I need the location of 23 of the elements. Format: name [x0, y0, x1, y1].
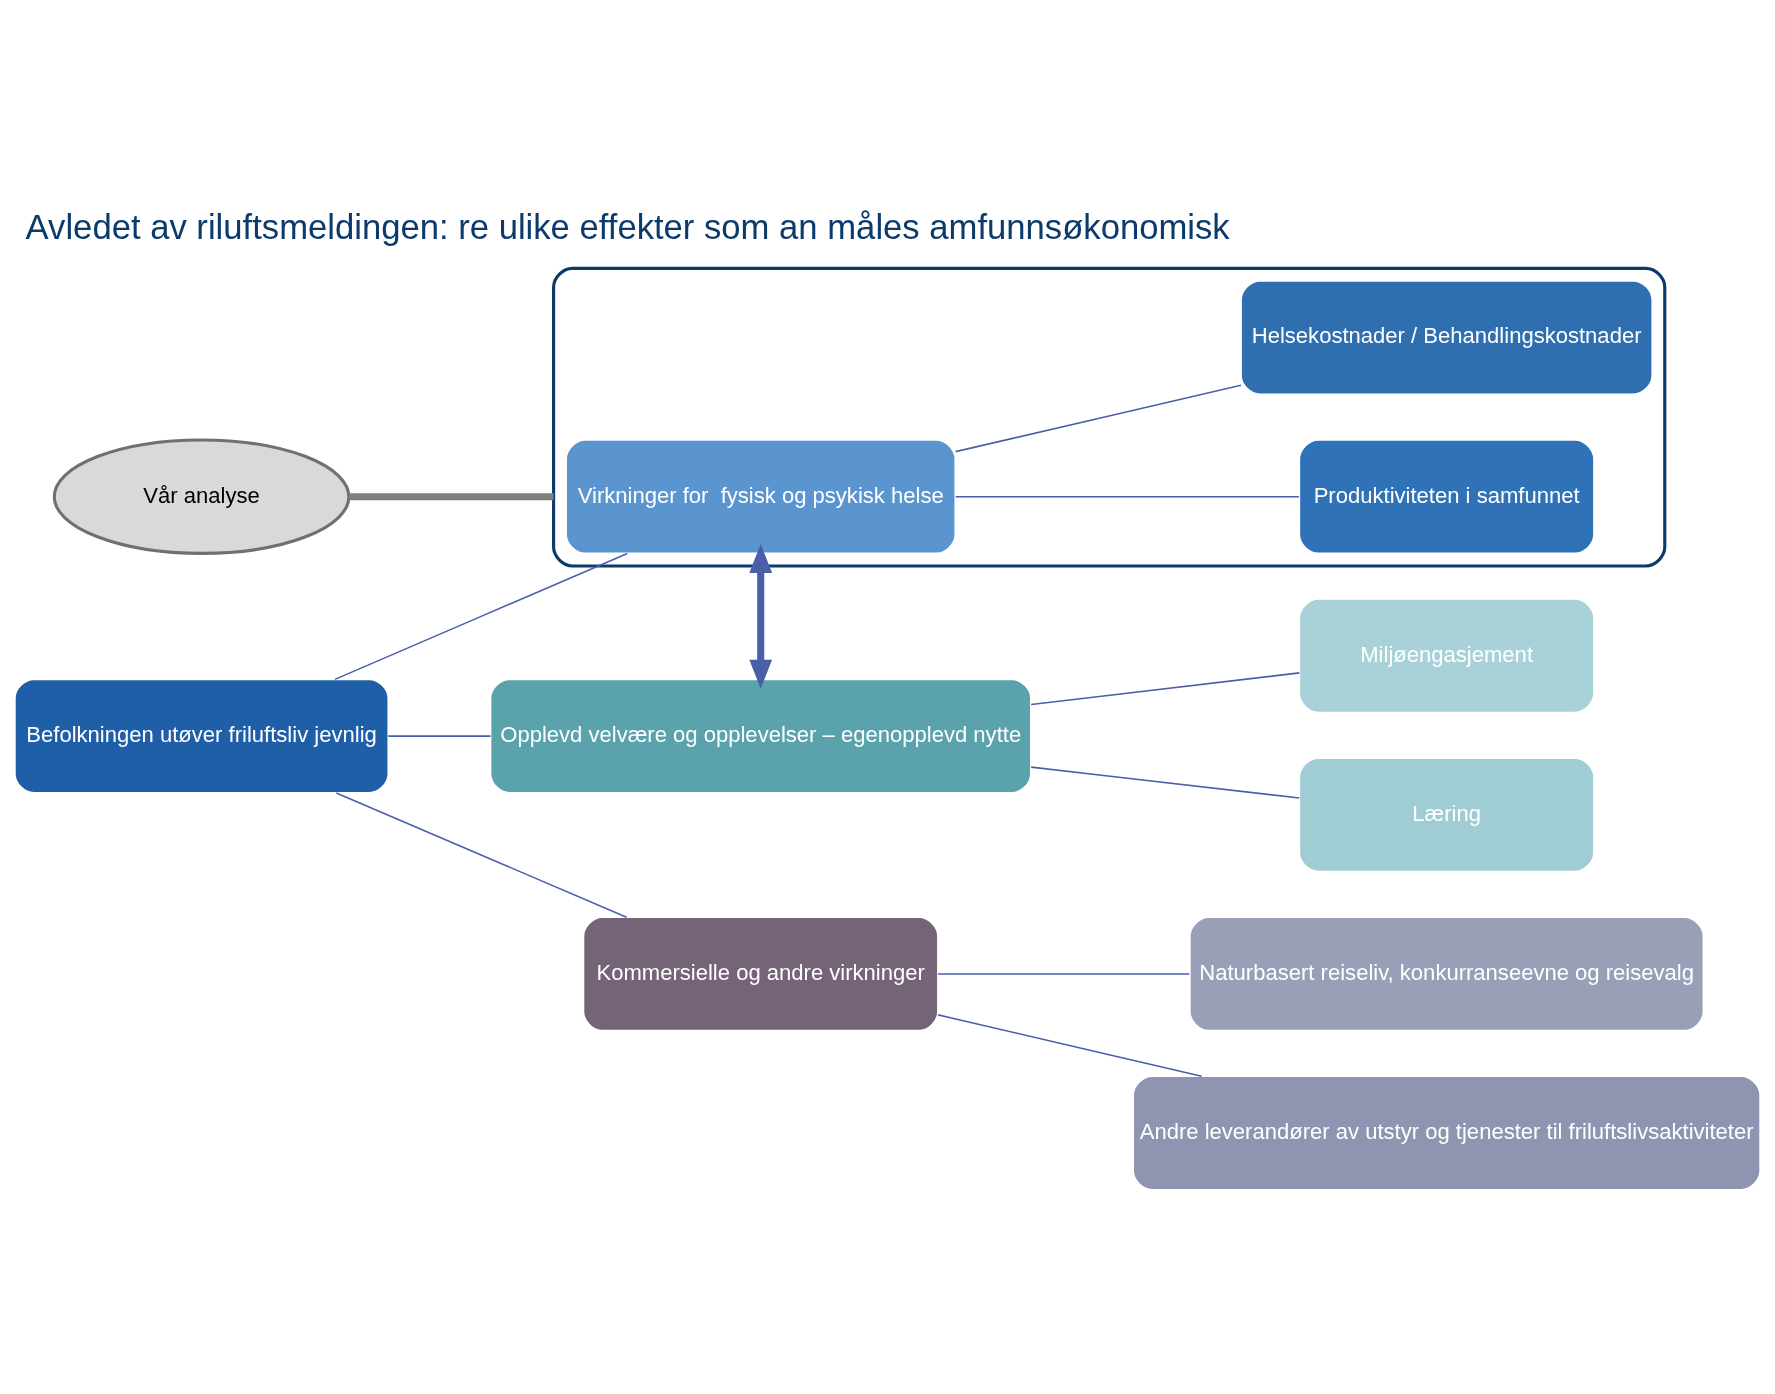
diagram-title: Avledet av riluftsmeldingen: re ulike effekter som an måles amfunnsøkonomisk — [25, 207, 1230, 246]
node-box: Naturbasert reiseliv, konkurranseevne og reisevalg — [1189, 915, 1705, 1031]
connector — [937, 1013, 1203, 1077]
connector — [954, 383, 1242, 452]
node-box: Miljøengasjement — [1298, 597, 1595, 713]
node-box: Produktiviteten i samfunnet — [1298, 438, 1595, 554]
connector — [334, 552, 629, 680]
node-box: Læring — [1298, 756, 1595, 872]
node-box: Opplevd velvære og opplevelser – egenopplevd nytte — [489, 678, 1032, 794]
connector — [1030, 765, 1301, 799]
node-box: Befolkningen utøver friluftsliv jevnlig — [14, 678, 389, 794]
arrow — [749, 543, 773, 689]
cluster — [552, 266, 1667, 568]
connector — [335, 791, 628, 918]
connector — [1030, 671, 1301, 705]
node-box: Helsekostnader / Behandlingskostnader — [1240, 279, 1653, 395]
connector — [954, 495, 1300, 497]
connector — [387, 734, 492, 737]
node-box: Andre leverandører av utstyr og tjenester til friluftslivsaktiviteter — [1132, 1075, 1761, 1190]
connector — [937, 972, 1191, 975]
node-box: Kommersielle og andre virkninger — [582, 915, 939, 1031]
node-box: Virkninger for fysisk og psykisk helse — [565, 438, 956, 554]
node-ellipse: Vår analyse — [52, 437, 351, 555]
